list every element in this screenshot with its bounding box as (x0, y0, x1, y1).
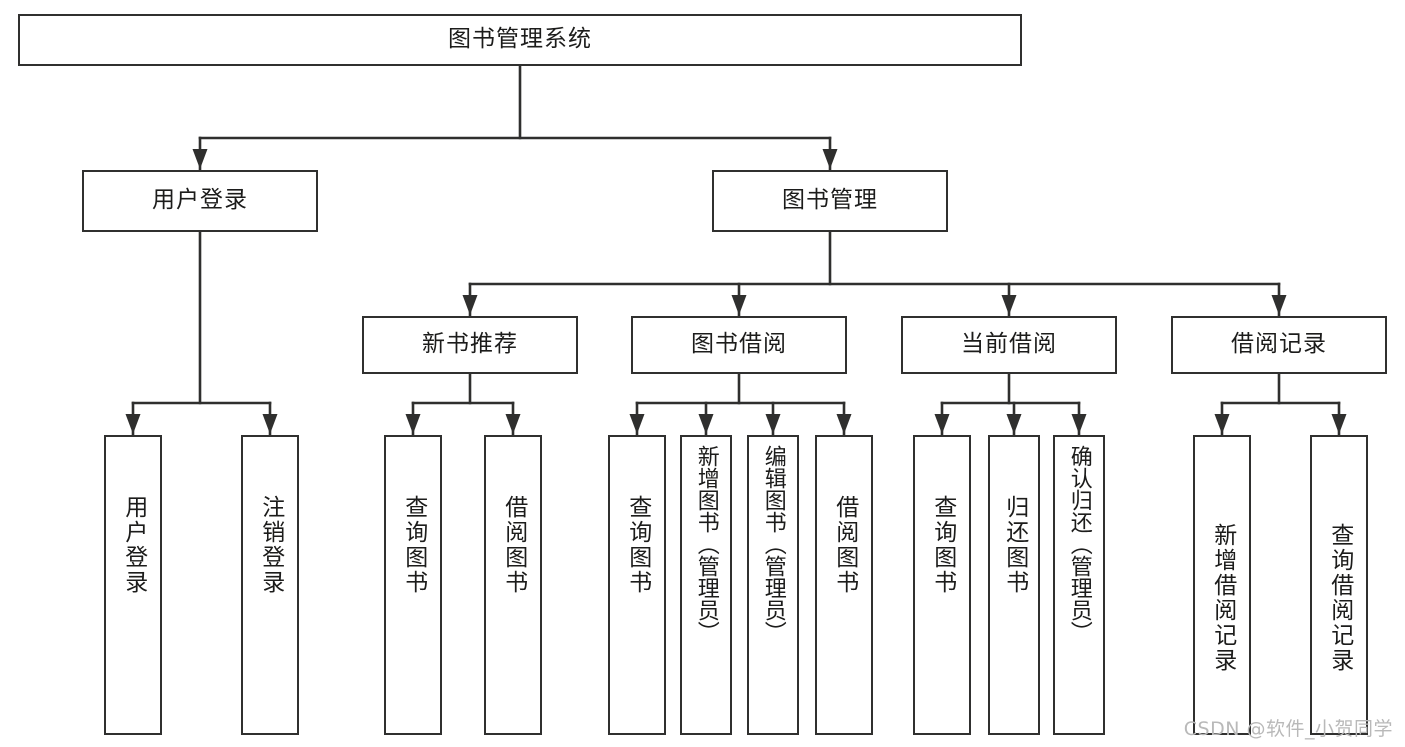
node-label-current-borrow: 当前借阅 (961, 331, 1057, 358)
arrowhead-book-borrow-leaf-query-book-borrow (629, 414, 645, 434)
arrowhead-book-borrow-leaf-borrow-book-borrow (836, 414, 852, 434)
node-root[interactable]: 图书管理系统 (18, 14, 1022, 66)
node-borrow-record[interactable]: 借阅记录 (1171, 316, 1387, 374)
arrowhead-borrow-record-leaf-query-borrow-record (1331, 414, 1347, 434)
watermark-text: CSDN @软件_小贺同学 (1183, 718, 1393, 740)
node-leaf-add-book-admin[interactable]: 新增图书（管理员） (680, 435, 732, 735)
node-leaf-edit-book-admin[interactable]: 编辑图书（管理员） (747, 435, 799, 735)
node-label-user-login: 用户登录 (152, 187, 248, 214)
node-label-leaf-user-login: 用户登录 (120, 495, 147, 595)
node-leaf-logout-login[interactable]: 注销登录 (241, 435, 299, 735)
arrowhead-current-borrow-leaf-query-book-current (934, 414, 950, 434)
node-label-leaf-add-book-admin: 新增图书（管理员） (693, 445, 719, 643)
node-label-new-book-recommend: 新书推荐 (422, 331, 518, 358)
node-label-leaf-edit-book-admin: 编辑图书（管理员） (760, 445, 786, 643)
node-label-leaf-logout-login: 注销登录 (257, 495, 284, 595)
node-label-leaf-query-book-borrow: 查询图书 (624, 495, 651, 595)
node-current-borrow[interactable]: 当前借阅 (901, 316, 1117, 374)
node-leaf-confirm-return-admin[interactable]: 确认归还（管理员） (1053, 435, 1105, 735)
arrowhead-user-login-leaf-user-login (125, 414, 141, 434)
node-book-borrow[interactable]: 图书借阅 (631, 316, 847, 374)
node-leaf-borrow-book-borrow[interactable]: 借阅图书 (815, 435, 873, 735)
arrowhead-current-borrow-leaf-return-book (1006, 414, 1022, 434)
node-label-leaf-query-borrow-record: 查询借阅记录 (1326, 523, 1353, 673)
node-label-root: 图书管理系统 (448, 26, 592, 53)
arrowhead-user-login-leaf-logout-login (262, 414, 278, 434)
arrowhead-new-book-recommend-leaf-borrow-book-recommend (505, 414, 521, 434)
arrowhead-book-borrow-leaf-edit-book-admin (765, 414, 781, 434)
node-leaf-query-book-borrow[interactable]: 查询图书 (608, 435, 666, 735)
node-leaf-query-book-recommend[interactable]: 查询图书 (384, 435, 442, 735)
arrowhead-new-book-recommend-leaf-query-book-recommend (405, 414, 421, 434)
node-label-book-manage: 图书管理 (782, 187, 878, 214)
arrowhead-current-borrow-leaf-confirm-return-admin (1071, 414, 1087, 434)
node-label-book-borrow: 图书借阅 (691, 331, 787, 358)
arrowhead-book-manage-new-book-recommend (462, 295, 478, 315)
node-label-leaf-query-book-current: 查询图书 (929, 495, 956, 595)
node-label-leaf-confirm-return-admin: 确认归还（管理员） (1066, 445, 1092, 643)
node-leaf-query-book-current[interactable]: 查询图书 (913, 435, 971, 735)
node-label-leaf-query-book-recommend: 查询图书 (400, 495, 427, 595)
node-leaf-add-borrow-record[interactable]: 新增借阅记录 (1193, 435, 1251, 735)
arrowhead-book-manage-book-borrow (731, 295, 747, 315)
node-book-manage[interactable]: 图书管理 (712, 170, 948, 232)
arrowhead-root-user-login (192, 149, 208, 169)
arrowhead-borrow-record-leaf-add-borrow-record (1214, 414, 1230, 434)
node-new-book-recommend[interactable]: 新书推荐 (362, 316, 578, 374)
arrowhead-root-book-manage (822, 149, 838, 169)
node-label-leaf-borrow-book-recommend: 借阅图书 (500, 495, 527, 595)
node-leaf-return-book[interactable]: 归还图书 (988, 435, 1040, 735)
node-leaf-user-login[interactable]: 用户登录 (104, 435, 162, 735)
node-leaf-borrow-book-recommend[interactable]: 借阅图书 (484, 435, 542, 735)
arrowhead-book-manage-current-borrow (1001, 295, 1017, 315)
node-leaf-query-borrow-record[interactable]: 查询借阅记录 (1310, 435, 1368, 735)
node-label-leaf-return-book: 归还图书 (1001, 495, 1028, 595)
arrowhead-book-manage-borrow-record (1271, 295, 1287, 315)
node-user-login[interactable]: 用户登录 (82, 170, 318, 232)
node-label-leaf-add-borrow-record: 新增借阅记录 (1209, 523, 1236, 673)
node-label-borrow-record: 借阅记录 (1231, 331, 1327, 358)
arrowhead-book-borrow-leaf-add-book-admin (698, 414, 714, 434)
node-label-leaf-borrow-book-borrow: 借阅图书 (831, 495, 858, 595)
